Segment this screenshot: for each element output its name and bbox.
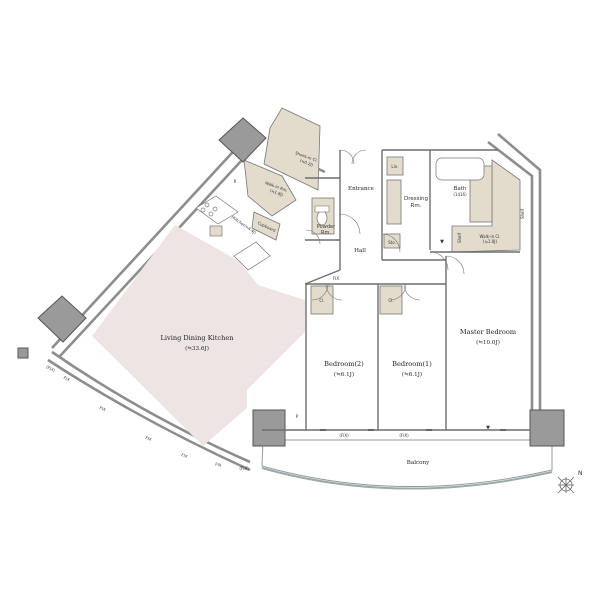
master-area: (≒10.0J): [476, 339, 500, 346]
dressing-shelf: [386, 156, 404, 176]
down-arrow-dressing: ▼: [440, 239, 444, 245]
shoes-sub: (≒0.2J): [299, 158, 314, 168]
hall-label: Hall: [354, 248, 366, 254]
bath-label: Bath: [454, 186, 467, 192]
dressing-label: Dressing: [404, 196, 428, 202]
bedroom2-area: (≒6.1J): [334, 371, 354, 378]
walkin-master-label: Walk-in Cl.: [479, 234, 500, 239]
column-left: [37, 295, 87, 343]
walkin-room-entry: [243, 159, 297, 217]
door-swings: [305, 149, 465, 301]
ldk-label: Living Dining Kitchen: [161, 334, 235, 342]
walkin-entry-sub: (≒1.8J): [269, 188, 284, 198]
walkin-master-sub: (≒1.0J): [483, 239, 497, 244]
column-bottom-right: [529, 409, 565, 447]
bedroom2-label: Bedroom(2): [324, 360, 364, 368]
kitchen-fixtures: [195, 195, 271, 271]
fix-label-window1: (FIX): [339, 433, 349, 438]
fix-label-curve1: (FIX): [45, 364, 56, 373]
fix-label-window2: (FIX): [399, 433, 409, 438]
compass-icon: [557, 476, 575, 494]
powder-label: Powder: [317, 224, 336, 230]
balcony-label: Balcony: [407, 460, 430, 466]
sto-label: Sto.: [388, 240, 396, 245]
shoes-closet: [263, 107, 321, 191]
toilet: [316, 210, 328, 226]
dressing-counter: [386, 179, 402, 225]
fix-label-curve5: FIX: [145, 435, 153, 442]
sto-shelf: [383, 233, 401, 249]
powder-sink: [314, 205, 330, 213]
ldk-area: (≒33.6J): [185, 345, 209, 352]
compass-north: N: [578, 470, 583, 477]
ldk-floor: [92, 225, 305, 446]
cl-bedroom2: [310, 285, 334, 315]
entrance-label: Entrance: [348, 186, 375, 192]
bedroom1-area: (≒6.1J): [402, 371, 422, 378]
balcony-rail: [261, 467, 553, 490]
fix-label-curve3: FIX: [63, 375, 71, 382]
bath-sub: (1416): [453, 192, 467, 197]
column-bottom-left: [252, 409, 286, 447]
interior-walls: [262, 149, 530, 431]
shelf-label-master: Shelf: [520, 208, 525, 219]
r-label: R: [234, 179, 237, 184]
fix-label-curve6: FIX: [181, 452, 189, 459]
down-arrow-master: ▼: [486, 425, 490, 431]
columns: [17, 117, 565, 447]
master-label: Master Bedroom: [460, 328, 517, 336]
column-top: [218, 117, 267, 163]
p-label: P: [296, 414, 299, 419]
bedroom1-label: Bedroom(1): [392, 360, 432, 368]
cupboard: [251, 211, 281, 241]
dressing-label-2: Rm.: [411, 203, 422, 209]
fix-label-curve4: FIX: [99, 405, 107, 412]
balcony-floor: [261, 439, 553, 487]
lin-label: Lin.: [391, 164, 398, 169]
fix-label-curve7: FIX: [215, 461, 222, 467]
powder-label-2: Rm.: [321, 230, 331, 236]
fix-label-curve2: (FIX): [239, 466, 249, 471]
cl-label-bedroom2: Cl.: [319, 298, 324, 303]
shelf-label-walkin: Shelf: [457, 232, 462, 243]
fix-label-hall: FIX: [333, 276, 339, 281]
column-stub: [17, 347, 29, 359]
cl-label-bedroom1: Cl.: [388, 298, 393, 303]
bathtub: [435, 157, 485, 181]
